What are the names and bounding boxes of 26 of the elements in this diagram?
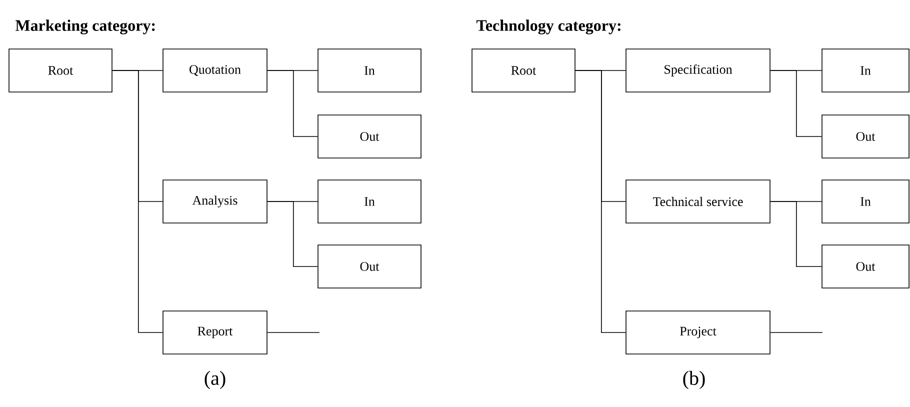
connector-line bbox=[267, 201, 318, 267]
text-box: Technical service bbox=[626, 180, 770, 224]
text-box: In bbox=[318, 48, 422, 92]
text-box: Out bbox=[822, 244, 910, 288]
text-box: Analysis bbox=[162, 180, 268, 224]
connector-line bbox=[575, 70, 626, 333]
text-box: Root bbox=[472, 48, 576, 92]
connector-line bbox=[267, 70, 318, 137]
panel-title: Technology category: bbox=[476, 20, 620, 34]
text-box: Out bbox=[318, 244, 422, 288]
text-box: Project bbox=[626, 310, 770, 354]
text-box: Root bbox=[8, 48, 112, 92]
connector-line bbox=[112, 70, 163, 333]
text-box: Out bbox=[318, 114, 422, 158]
text-box: Report bbox=[162, 310, 268, 354]
connector-line bbox=[267, 332, 320, 333]
text-box: In bbox=[822, 180, 910, 224]
text-box: In bbox=[822, 48, 910, 92]
text-box: Out bbox=[822, 114, 910, 158]
connector-line bbox=[770, 70, 822, 137]
text-box: Specification bbox=[626, 48, 770, 92]
text-box: In bbox=[318, 180, 422, 224]
text-box: Quotation bbox=[162, 48, 268, 92]
panel-title: Marketing category: bbox=[15, 20, 155, 34]
connector-line bbox=[770, 201, 822, 267]
connector-line bbox=[770, 332, 823, 333]
